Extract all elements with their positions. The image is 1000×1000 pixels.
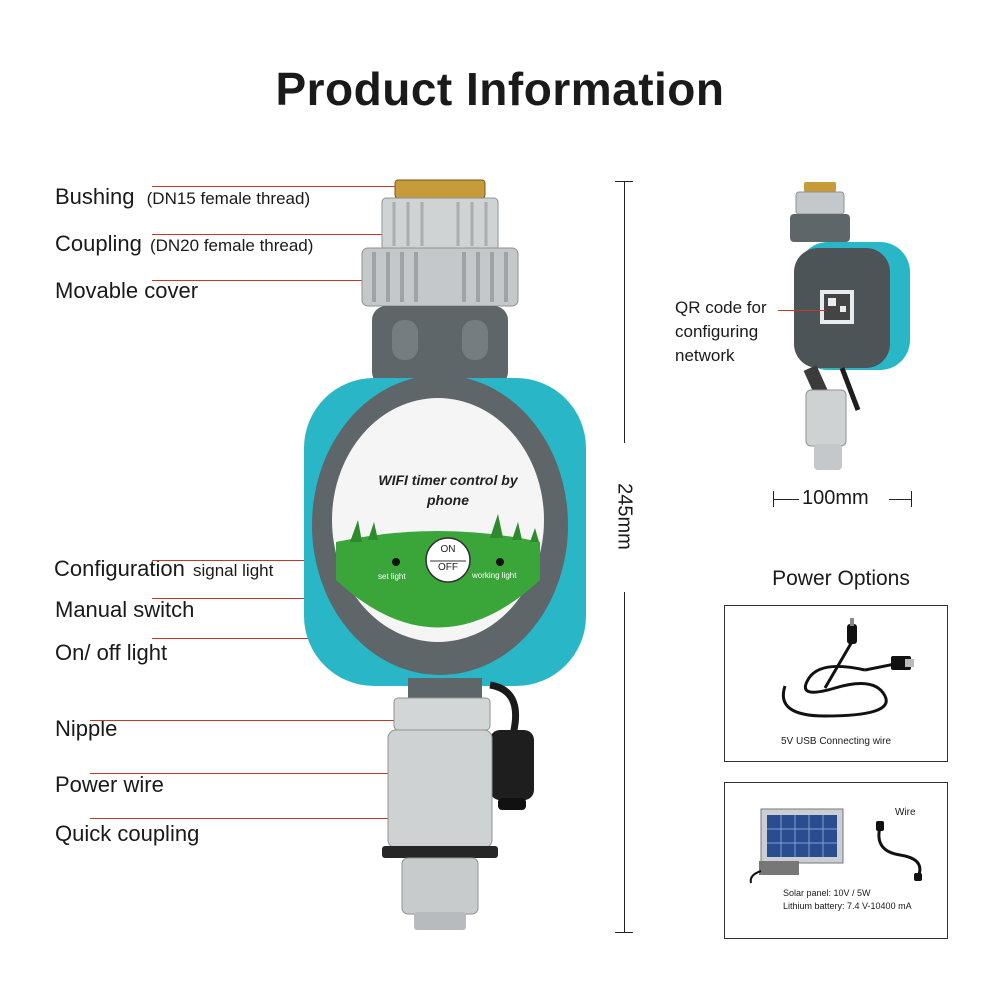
usb-cable-icon	[782, 618, 914, 718]
leader-line-qr	[778, 310, 826, 311]
working-light-label: working light	[472, 571, 517, 580]
leader-line-movable-cover	[152, 280, 444, 281]
button-off-label: OFF	[438, 562, 458, 573]
label-onoff-light: On/ off light	[55, 640, 168, 665]
label-coupling-note: (DN20 female thread)	[149, 236, 314, 255]
leader-line-bushing	[152, 186, 448, 187]
label-bushing-note: (DN15 female thread)	[146, 189, 311, 208]
side-view-illustration	[790, 182, 910, 470]
solar-spec-line-2: Lithium battery: 7.4 V-10400 mA	[783, 901, 912, 911]
usb-caption: 5V USB Connecting wire	[780, 736, 892, 747]
leader-line-quick-coupling	[90, 818, 440, 819]
dimension-line-upper	[624, 181, 625, 443]
solar-spec-line-1: Solar panel: 10V / 5W	[783, 888, 871, 898]
leader-line-coupling	[152, 234, 442, 235]
label-quick-coupling: Quick coupling	[55, 821, 200, 846]
solar-panel-icon	[749, 808, 844, 884]
leader-line-manual-switch	[152, 598, 450, 599]
solar-spec-text: Solar panel: 10V / 5W Lithium battery: 7…	[783, 887, 912, 913]
device-face-text: WIFI timer control by phone	[378, 472, 518, 508]
label-power-wire: Power wire	[55, 772, 164, 797]
solar-option-box: Wire Solar panel: 10V / 5W Lithium batte…	[724, 782, 948, 939]
label-coupling: Coupling (DN20 female thread)	[55, 231, 313, 257]
label-bushing: Bushing (DN15 female thread)	[55, 184, 310, 210]
width-line-left	[773, 499, 799, 500]
dimension-bottom-tick	[615, 932, 633, 933]
label-bushing-text: Bushing	[55, 184, 135, 209]
usb-option-box: 5V USB Connecting wire	[724, 605, 948, 762]
width-right-tick	[911, 491, 912, 507]
dimension-line-lower	[624, 592, 625, 932]
label-configuration: Configuration signal light	[54, 556, 273, 582]
label-movable-cover: Movable cover	[55, 278, 199, 303]
wire-icon	[876, 821, 922, 881]
power-options-title: Power Options	[772, 567, 910, 590]
set-light-label: set light	[378, 572, 406, 581]
dimension-height-label: 245mm	[613, 483, 636, 550]
leader-line-nipple	[90, 720, 440, 721]
leader-line-configuration	[152, 560, 396, 561]
page-title: Product Information	[275, 63, 725, 115]
label-configuration-note: signal light	[193, 561, 274, 580]
leader-line-power-wire	[90, 773, 502, 774]
wire-label: Wire	[895, 807, 916, 818]
timer-device-illustration	[304, 179, 586, 930]
button-on-label: ON	[440, 544, 456, 555]
width-line-right	[889, 499, 911, 500]
label-coupling-text: Coupling	[55, 231, 142, 256]
label-manual-switch: Manual switch	[55, 597, 195, 622]
qr-code-label: QR code for configuring network	[675, 298, 767, 365]
dimension-width-label: 100mm	[802, 487, 869, 509]
